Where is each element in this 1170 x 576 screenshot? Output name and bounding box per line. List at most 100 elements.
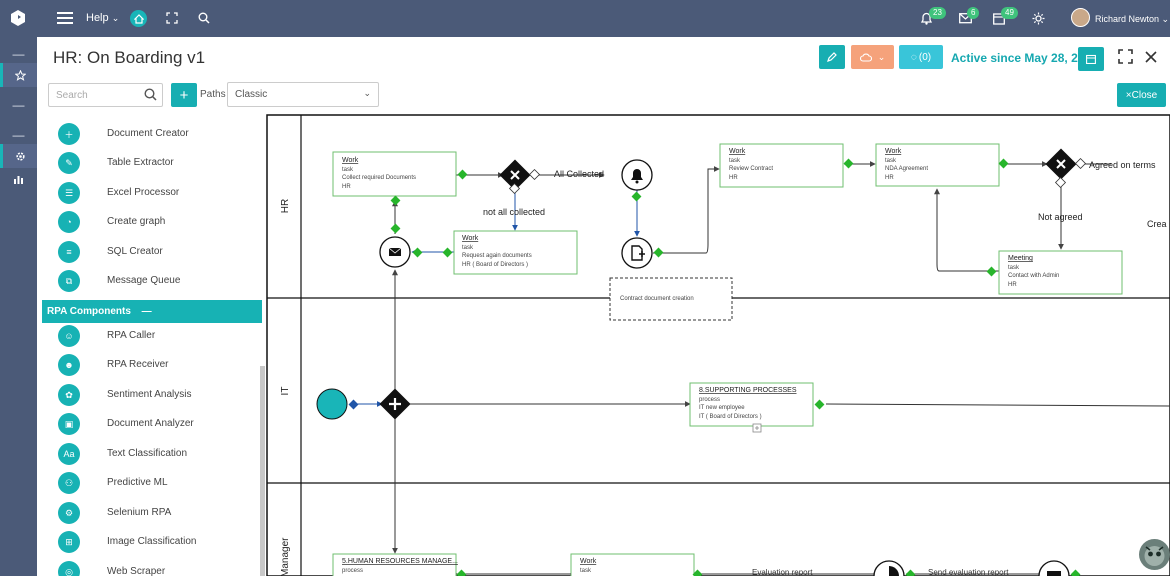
chevron-down-icon: ⌄ [1161,14,1170,24]
edit-button[interactable] [819,45,845,69]
annotation-contract-creation[interactable]: Contract document creation [609,277,733,321]
palette-item-rpa-caller[interactable]: ☺ RPA Caller [41,322,261,351]
task-owner: HR [342,184,351,190]
palette-item-web-scraper[interactable]: ◎ Web Scraper [41,558,261,576]
task-meeting[interactable]: Meeting task Contact with Admin HR [998,250,1123,295]
task-link[interactable]: Work [885,148,902,155]
fullscreen-icon[interactable] [166,12,178,27]
flow-label: Send evaluation report [928,568,1009,576]
path-style-value: Classic [235,89,268,100]
process-link[interactable]: 8.SUPPORTING PROCESSES [699,387,797,394]
palette-item-message-queue[interactable]: ⧉ Message Queue [41,267,261,296]
event-mail[interactable] [379,236,411,268]
palette-item-create-graph[interactable]: ◔ Create graph [41,208,261,237]
palette-item-rpa-receiver[interactable]: ☻ RPA Receiver [41,351,261,380]
task-desc: Collect required Documents [342,175,416,181]
event-bell[interactable] [621,159,653,191]
task-review-contract[interactable]: Work task Review Contract HR [719,143,844,188]
add-button[interactable]: + [171,83,197,107]
task-link[interactable]: Work [729,148,746,155]
task-nda-agreement[interactable]: Work task NDA Agreement HR [875,143,1000,187]
palette-item-label: Excel Processor [107,187,180,198]
ml-icon: ⚇ [58,472,80,494]
analytics-chart-icon[interactable] [0,167,37,191]
search-icon[interactable] [144,88,157,106]
expand-icon[interactable] [1118,49,1133,69]
palette-item-sentiment-analysis[interactable]: ✿ Sentiment Analysis [41,381,261,410]
palette-item-image-classification[interactable]: ⊞ Image Classification [41,528,261,557]
help-label: Help [86,12,109,24]
search-input[interactable]: Search [48,83,163,107]
palette-section-rpa-components[interactable]: RPA Components — [42,300,262,323]
robot-icon: ☺ [58,325,80,347]
event-bottom-mail[interactable] [1038,560,1070,576]
close-icon[interactable] [1145,50,1157,68]
lane-label-manager: t Manager [280,537,291,576]
event-bottom-1[interactable] [873,560,905,576]
flow-line [653,166,720,254]
palette-item-table-extractor[interactable]: ✎ Table Extractor [41,149,261,178]
palette-item-label: SQL Creator [107,246,163,257]
rail-collapse-icon[interactable]: — [12,47,25,61]
palette-item-label: Image Classification [107,536,197,547]
path-style-select[interactable]: Classic ⌄ [227,82,379,107]
task-link[interactable]: Meeting [1008,255,1033,262]
task-link[interactable]: Work [462,235,479,242]
flow-label-not-agreed: Not agreed [1038,212,1083,222]
gateway-exclusive-2[interactable] [1045,148,1077,180]
bell-icon [631,169,643,180]
palette-item-document-creator[interactable]: ＋ Document Creator [41,120,261,149]
rail-collapse-icon[interactable]: — [12,128,25,142]
mail-icon [389,248,401,256]
pool-frame [266,114,1170,576]
paths-label: Paths [200,89,226,100]
home-icon[interactable] [130,10,147,27]
excel-processor-icon: ☰ [58,182,80,204]
user-avatar[interactable] [1071,8,1090,27]
database-icon: ≡ [58,241,80,263]
palette-item-excel-processor[interactable]: ☰ Excel Processor [41,179,261,208]
user-menu[interactable]: Richard Newton ⌄ [1095,14,1169,25]
palette-item-document-analyzer[interactable]: ▣ Document Analyzer [41,410,261,439]
task-link[interactable]: Work [342,157,359,164]
palette-item-predictive-ml[interactable]: ⚇ Predictive ML [41,469,261,498]
cloud-menu-button[interactable]: ⌄ [851,45,894,69]
start-event[interactable] [316,388,348,420]
process-hr-management[interactable]: 5.HUMAN RESOURCES MANAGE... process [332,553,458,576]
help-menu[interactable]: Help ⌄ [86,12,119,24]
calendar-button[interactable] [1078,47,1104,71]
text-icon: Aa [58,443,80,465]
message-queue-icon: ⧉ [58,270,80,292]
palette-item-label: RPA Receiver [107,359,169,370]
palette-scrollbar[interactable] [260,366,265,576]
app-logo-icon[interactable] [9,9,27,27]
task-work-bottom[interactable]: Work task [570,553,695,576]
palette-item-selenium-rpa[interactable]: ⚙ Selenium RPA [41,499,261,528]
task-link[interactable]: Work [580,558,597,565]
favorites-star-icon[interactable] [0,63,37,87]
process-supporting[interactable]: 8.SUPPORTING PROCESSES process IT new em… [689,382,814,433]
settings-gear-icon[interactable] [0,144,37,168]
gateway-parallel[interactable] [379,388,411,420]
rail-collapse-icon[interactable]: — [12,98,25,112]
hamburger-menu-icon[interactable] [57,11,73,25]
comment-count: (0) [918,51,932,63]
search-icon[interactable] [198,12,210,27]
process-diagram[interactable]: HR IT t Manager Work task Collect requir… [266,114,1170,576]
task-desc: Request again documents [462,253,532,259]
comment-icon: ◌ [910,51,917,63]
task-collect-documents[interactable]: Work task Collect required Documents HR [332,151,457,197]
event-document-add[interactable] [621,237,653,269]
palette-item-label: Document Analyzer [107,418,194,429]
bell-icon[interactable] [920,12,933,28]
brightness-icon[interactable] [1032,12,1045,28]
comments-button[interactable]: ◌ (0) [899,45,943,69]
chevron-down-icon: ⌄ [363,88,371,98]
close-button[interactable]: × Close [1117,83,1166,107]
task-request-documents[interactable]: Work task Request again documents HR ( B… [453,230,578,275]
assistant-bot-avatar[interactable] [1139,539,1170,570]
flow-label-agreed: Agreed on terms [1089,160,1156,170]
palette-item-text-classification[interactable]: Aa Text Classification [41,440,261,469]
process-link[interactable]: 5.HUMAN RESOURCES MANAGE... [342,558,458,565]
palette-item-sql-creator[interactable]: ≡ SQL Creator [41,238,261,267]
